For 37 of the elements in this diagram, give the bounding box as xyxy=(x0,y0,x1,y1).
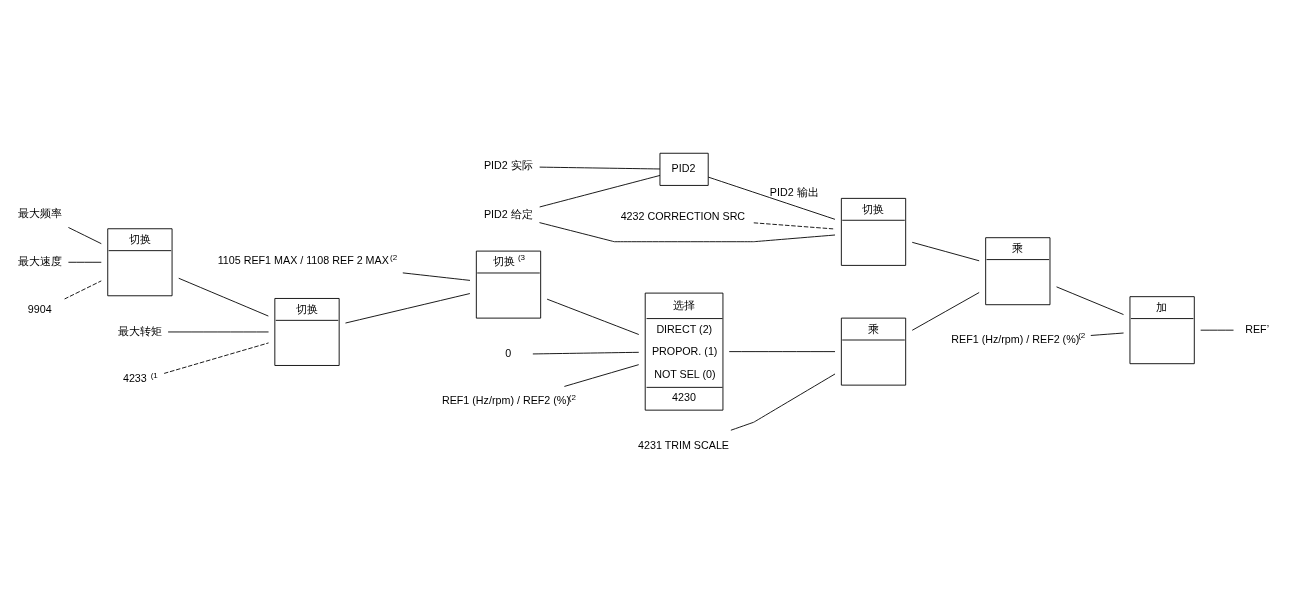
connector xyxy=(345,292,471,323)
connector xyxy=(707,176,836,220)
connector xyxy=(67,261,102,263)
node-text: 1105 REF1 MAX / 1108 REF 2 MAX$^{(2}$ xyxy=(217,252,398,266)
connector xyxy=(546,298,640,335)
connector xyxy=(67,226,102,244)
connector xyxy=(1090,332,1124,336)
connector xyxy=(402,271,471,281)
connector xyxy=(163,341,269,374)
connector xyxy=(539,166,661,169)
connector xyxy=(563,363,640,387)
connector xyxy=(911,291,980,331)
node-text: 最大频率 xyxy=(18,206,63,219)
node-text: REF1 (Hz/rpm) / REF2 (%)$^{(2}$ xyxy=(951,330,1086,345)
node-text: REF1 (Hz/rpm) / REF2 (%)$^{(2}$ xyxy=(441,392,576,406)
node-text: 4233 $^{(1}$ xyxy=(122,370,158,384)
connector xyxy=(539,221,836,242)
connector xyxy=(532,351,640,354)
connector xyxy=(64,279,102,299)
node-text: PID2 给定 xyxy=(483,207,533,220)
node-text: 最大速度 xyxy=(18,254,63,267)
connector xyxy=(911,241,980,261)
node-text: 0 xyxy=(505,346,512,359)
connector xyxy=(730,373,836,431)
connector xyxy=(539,174,661,207)
connector xyxy=(1056,285,1124,315)
connector xyxy=(753,221,836,229)
node-text: PID2 实际 xyxy=(483,158,533,171)
connector xyxy=(178,277,269,316)
node-text: 最大转矩 xyxy=(118,324,163,337)
connector xyxy=(728,350,836,352)
node-text: 4232 CORRECTION SRC xyxy=(620,209,746,222)
node-text: REF’ xyxy=(1245,322,1270,335)
edge-label: PID2 输出 xyxy=(769,185,819,198)
node-text: 4231 TRIM SCALE xyxy=(638,438,730,451)
node-text: 9904 xyxy=(27,302,52,315)
node-box: PID2 xyxy=(659,152,709,186)
